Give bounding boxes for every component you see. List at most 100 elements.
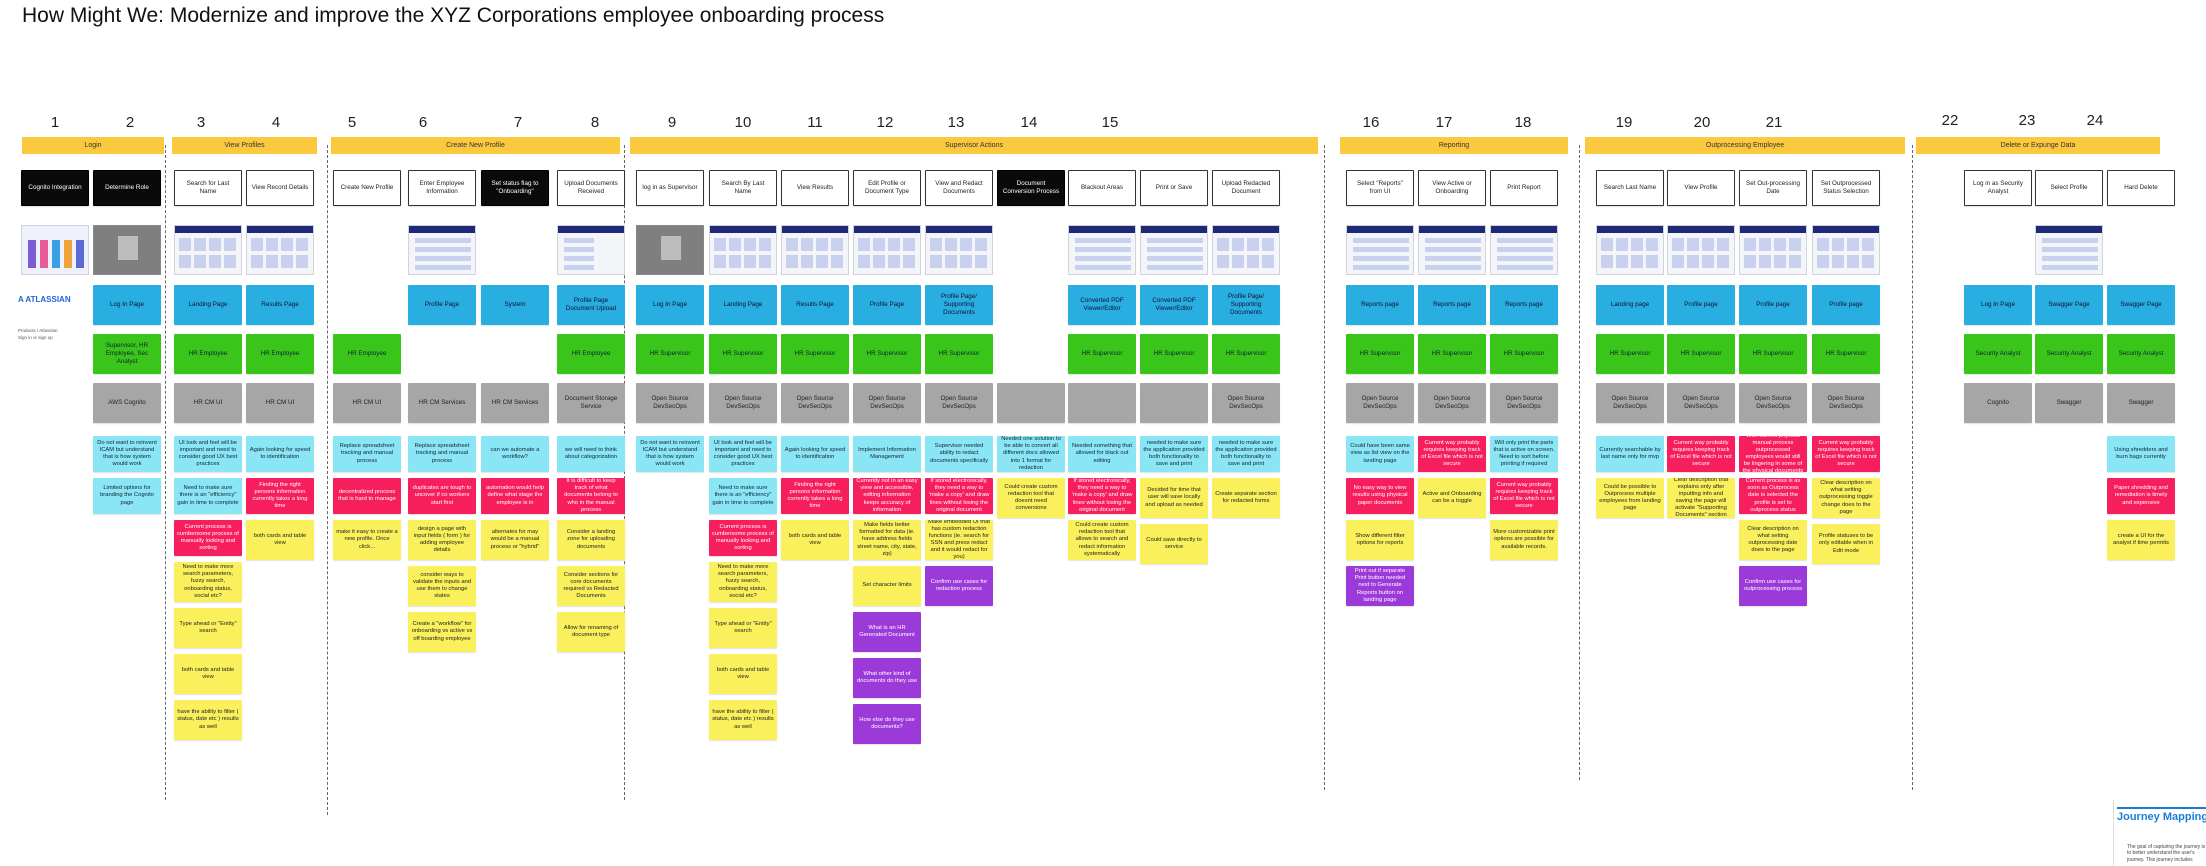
action-card[interactable]: Print or Save (1140, 170, 1208, 206)
page-card[interactable]: Reports page (1490, 285, 1558, 325)
action-card[interactable]: View Record Details (246, 170, 314, 206)
thumbnail-card (224, 238, 236, 251)
action-card[interactable]: Search Last Name (1596, 170, 1664, 206)
action-card[interactable]: Set Out-processing Date (1739, 170, 1807, 206)
page-card[interactable]: Profile Page Document Upload (557, 285, 625, 325)
page-card[interactable]: Landing Page (174, 285, 242, 325)
page-card[interactable]: Reports page (1346, 285, 1414, 325)
role-card: HR Employee (557, 334, 625, 374)
column-number: 21 (1765, 114, 1783, 131)
thumbnail-header (409, 226, 475, 233)
thumbnail-card (1717, 238, 1729, 251)
action-card[interactable]: Hard Delete (2107, 170, 2175, 206)
action-card[interactable]: Search for Last Name (174, 170, 242, 206)
page-card[interactable]: Converted PDF Viewer/Editor (1140, 285, 1208, 325)
column-number: 2 (125, 114, 135, 131)
thumbnail-card (1646, 238, 1658, 251)
action-card[interactable]: Edit Profile or Document Type (853, 170, 921, 206)
role-card: HR Supervisor (709, 334, 777, 374)
action-card[interactable]: Upload Documents Received (557, 170, 625, 206)
action-card[interactable]: Log in as Security Analyst (1964, 170, 2032, 206)
page-card[interactable]: Reports page (1418, 285, 1486, 325)
sticky-note: More customizable print options are poss… (1490, 520, 1558, 560)
screen-thumbnail (174, 225, 242, 275)
page-card[interactable]: Swagger Page (2107, 285, 2175, 325)
thumbnail-card (1262, 255, 1274, 268)
phase-divider (1324, 145, 1325, 790)
page-card[interactable]: Swagger Page (2035, 285, 2103, 325)
phase-header: Reporting (1340, 137, 1568, 154)
thumbnail-card (873, 255, 885, 268)
page-card[interactable]: Log In Page (93, 285, 161, 325)
page-card[interactable]: Profile Page (853, 285, 921, 325)
page-card[interactable]: Profile Page/ Supporting Documents (1212, 285, 1280, 325)
thumbnail-card (1817, 238, 1829, 251)
page-card[interactable]: System (481, 285, 549, 325)
page-card[interactable]: Log In Page (1964, 285, 2032, 325)
action-card[interactable]: Print Report (1490, 170, 1558, 206)
sticky-note: Current way probably requires keeping tr… (1812, 436, 1880, 472)
sticky-note: Make fields better formatted for data (i… (853, 520, 921, 560)
phase-header: View Profiles (172, 137, 317, 154)
action-card[interactable]: Document Conversion Process (997, 170, 1065, 206)
page-card[interactable]: Results Page (781, 285, 849, 325)
thumbnail-header (926, 226, 992, 233)
action-card[interactable]: View and Redact Documents (925, 170, 993, 206)
action-card[interactable]: log in as Supervisor (636, 170, 704, 206)
thumbnail-row (1075, 247, 1131, 252)
page-card[interactable]: Landing Page (709, 285, 777, 325)
action-card[interactable]: Upload Redacted Document (1212, 170, 1280, 206)
action-card[interactable]: View Active or Onboarding (1418, 170, 1486, 206)
action-card[interactable]: Enter Employee Information (408, 170, 476, 206)
sticky-note: Again looking for speed to identificatio… (781, 436, 849, 472)
page-title: How Might We: Modernize and improve the … (22, 4, 885, 27)
column-number: 20 (1693, 114, 1711, 131)
page-card[interactable]: Results Page (246, 285, 314, 325)
thumbnail-card (661, 236, 681, 260)
thumbnail-card (281, 255, 293, 268)
thumbnail-card (858, 238, 870, 251)
action-card[interactable]: View Profile (1667, 170, 1735, 206)
thumbnail-card (266, 238, 278, 251)
action-card[interactable]: Select Profile (2035, 170, 2103, 206)
page-card[interactable]: Log In Page (636, 285, 704, 325)
sticky-note: Make embedded UI that has custom redacti… (925, 520, 993, 560)
page-card[interactable]: Profile Page (408, 285, 476, 325)
page-card[interactable]: Landing page (1596, 285, 1664, 325)
column-number: 7 (513, 114, 523, 131)
action-card[interactable]: Blackout Areas (1068, 170, 1136, 206)
system-card: HR CM UI (174, 383, 242, 423)
sticky-note: No easy way to view results using physic… (1346, 478, 1414, 514)
action-card[interactable]: Search By Last Name (709, 170, 777, 206)
journey-title: Journey Mapping (2117, 811, 2206, 823)
thumbnail-header (1597, 226, 1663, 233)
action-card[interactable]: Set status flag to "Onboarding" (481, 170, 549, 206)
sticky-note: Current process is cumbersome process of… (709, 520, 777, 556)
thumbnail-header (1069, 226, 1135, 233)
system-card (1068, 383, 1136, 423)
action-card[interactable]: Select "Reports" from UI (1346, 170, 1414, 206)
thumbnail-card (816, 238, 828, 251)
action-card[interactable]: Cognito Integration (21, 170, 89, 206)
thumbnail-person (52, 240, 60, 268)
page-card[interactable]: Converted PDF Viewer/Editor (1068, 285, 1136, 325)
page-card[interactable]: Profile page (1667, 285, 1735, 325)
thumbnail-card (729, 255, 741, 268)
thumbnail-card (1832, 255, 1844, 268)
column-number: 10 (734, 114, 752, 131)
thumbnail-card (930, 238, 942, 251)
action-card[interactable]: Create New Profile (333, 170, 401, 206)
thumbnail-row (1425, 265, 1481, 270)
action-card[interactable]: Determine Role (93, 170, 161, 206)
system-card: Open Source DevSecOps (636, 383, 704, 423)
column-number: 22 (1941, 112, 1959, 129)
page-card[interactable]: Profile page (1812, 285, 1880, 325)
page-card[interactable]: Profile Page/ Supporting Documents (925, 285, 993, 325)
sticky-note: With current physical manual process out… (1739, 436, 1807, 472)
action-card[interactable]: View Results (781, 170, 849, 206)
thumbnail-card (888, 255, 900, 268)
phase-divider (1579, 145, 1580, 780)
page-card[interactable]: Profile page (1739, 285, 1807, 325)
sticky-note: both cards and table view (174, 654, 242, 694)
action-card[interactable]: Set Outprocessed Status Selection (1812, 170, 1880, 206)
